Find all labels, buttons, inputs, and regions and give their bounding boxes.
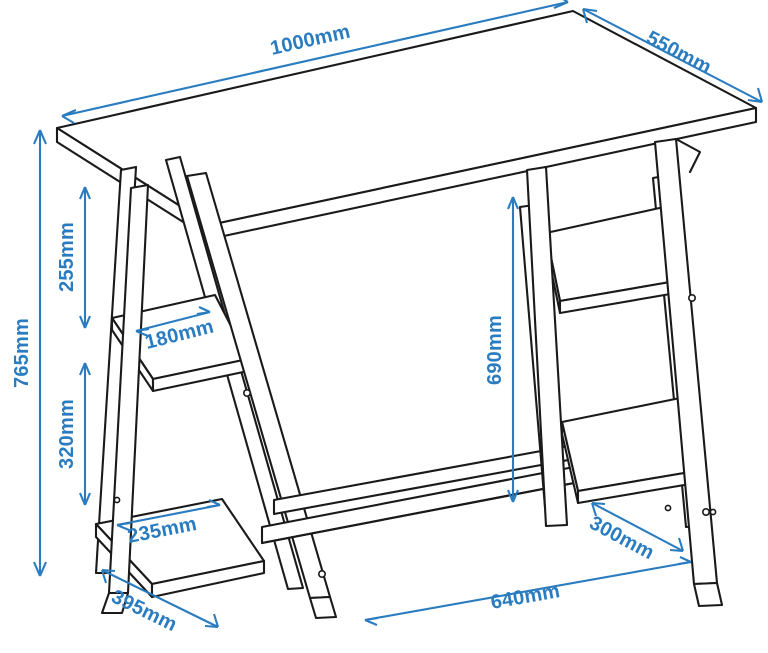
dimension-base-span-line xyxy=(364,560,692,622)
dimension-total-height-arrow-top xyxy=(33,129,47,145)
dimension-top-width-arrow-left xyxy=(61,109,77,124)
dimension-label-clearance-height: 690mm xyxy=(484,315,506,385)
left-rear-foot xyxy=(308,595,338,620)
screw-right-lower-2 xyxy=(709,508,717,516)
dimension-foot-depth-arrow-start xyxy=(100,568,116,584)
right-trestle xyxy=(518,137,724,608)
dimension-total-height-arrow-bottom xyxy=(33,561,47,577)
dimension-clearance-height-arrow-top xyxy=(507,196,519,210)
stretcher-rail xyxy=(260,436,614,545)
dimension-foot-depth-arrow-end xyxy=(204,613,220,629)
screw-left-upper xyxy=(243,388,252,397)
dimension-lower-shelf-depth-arrow-left xyxy=(116,521,131,531)
left-lower-shelf-edge-front xyxy=(150,559,266,599)
dimension-top-width-line xyxy=(61,0,569,118)
screw-right-lower xyxy=(701,507,710,516)
dimension-label-base-span: 640mm xyxy=(489,580,562,614)
left-front-foot xyxy=(100,591,130,615)
dimension-label-lower-section: 320mm xyxy=(56,399,78,469)
dimension-right-foot-depth: 300mm xyxy=(586,501,685,564)
screw-right-rail xyxy=(664,504,672,512)
dimension-lower-section: 320mm xyxy=(56,362,91,506)
screw-left-leg xyxy=(113,496,121,504)
dimension-lower-shelf-depth-line xyxy=(116,503,221,527)
dimension-upper-section: 255mm xyxy=(56,186,91,329)
dimension-top-depth-line xyxy=(582,8,763,103)
dimension-label-total-height: 765mm xyxy=(11,318,33,388)
dimension-upper-shelf-depth-arrow-right xyxy=(196,306,211,316)
dimension-top-depth-arrow-end xyxy=(747,87,764,104)
dimension-base-span-arrow-left xyxy=(364,616,379,626)
dimension-clearance-height: 690mm xyxy=(484,196,519,503)
left-trestle xyxy=(94,155,338,620)
dimension-base-span-arrow-right xyxy=(677,556,692,566)
dimension-lower-section-arrow-top xyxy=(79,362,91,376)
dimension-top-depth-arrow-start xyxy=(581,7,598,24)
right-gusset xyxy=(674,137,702,174)
dimension-upper-shelf-depth-arrow-left xyxy=(135,327,150,337)
dimension-upper-section-arrow-top xyxy=(79,186,91,200)
dimension-right-foot-depth-line xyxy=(591,502,684,552)
dimension-lower-shelf-depth-arrow-right xyxy=(206,499,221,509)
dimension-clearance-height-arrow-bottom xyxy=(507,489,519,503)
right-trestle-front-leg-2 xyxy=(525,165,569,528)
screw-left-lower xyxy=(317,569,326,578)
dimension-right-foot-depth-arrow-start xyxy=(590,501,606,517)
dimension-right-foot-depth-arrow-end xyxy=(669,537,685,553)
dimension-lower-section-arrow-bottom xyxy=(79,492,91,506)
dimension-label-upper-section: 255mm xyxy=(56,222,78,292)
dimension-upper-shelf-depth-line xyxy=(135,310,211,333)
right-front-foot xyxy=(692,581,724,608)
dimension-foot-depth-line xyxy=(101,569,219,628)
dimension-upper-section-arrow-bottom xyxy=(79,315,91,329)
dimension-total-height: 765mm xyxy=(11,129,47,577)
screw-right-upper xyxy=(687,293,696,302)
dimension-base-span: 640mm xyxy=(364,556,692,626)
dimension-top-width-arrow-right xyxy=(553,0,569,9)
